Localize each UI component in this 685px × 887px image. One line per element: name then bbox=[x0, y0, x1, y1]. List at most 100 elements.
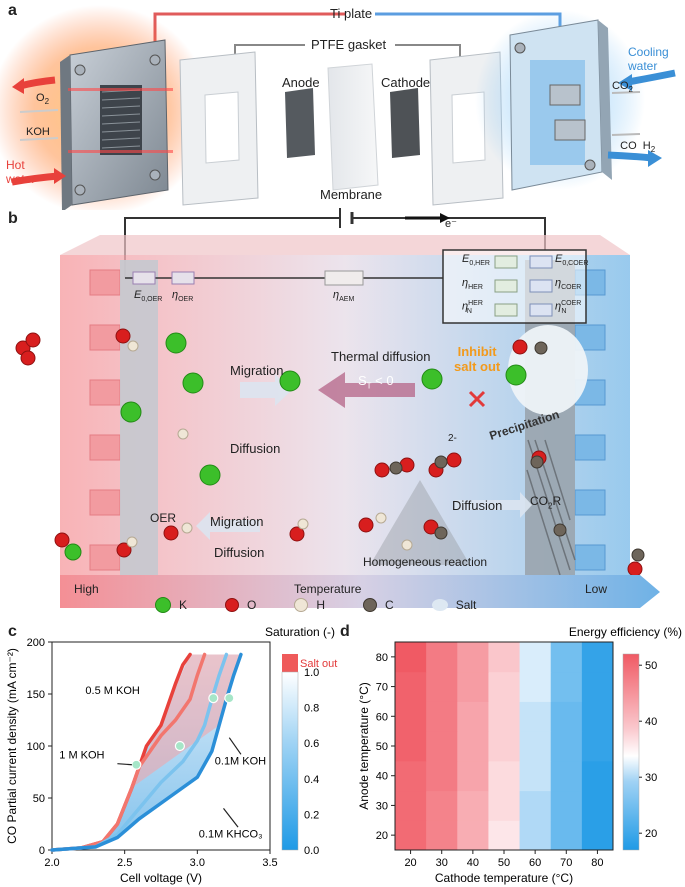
heatmap-cell bbox=[519, 671, 552, 702]
k-atom-icon bbox=[155, 597, 171, 613]
saturation-marker-1 bbox=[174, 740, 185, 752]
heatmap-cell bbox=[426, 671, 458, 702]
y-tick-label: 0 bbox=[39, 845, 45, 857]
series-annotation-2: 0.1M KOH bbox=[215, 756, 266, 768]
heatmap-cell bbox=[395, 760, 427, 792]
heatmap-cell bbox=[457, 820, 489, 851]
heatmap-cell bbox=[581, 701, 614, 732]
diffusion-label-2: Diffusion bbox=[214, 545, 265, 560]
heatmap-cell bbox=[426, 642, 458, 673]
membrane-label: Membrane bbox=[320, 187, 383, 202]
y-tick-label: 50 bbox=[376, 741, 388, 753]
heatmap-cell bbox=[519, 820, 552, 851]
heatmap-cell bbox=[395, 731, 427, 762]
heatmap-cell bbox=[550, 671, 583, 702]
h-atom-icon bbox=[294, 598, 309, 612]
migration-label-1: Migration bbox=[230, 363, 284, 378]
diffusion-label-3: Diffusion bbox=[452, 498, 503, 513]
heatmap-cell bbox=[426, 731, 458, 762]
annotation-arrow bbox=[117, 763, 132, 766]
heatmap-cell bbox=[488, 642, 521, 673]
heatmap-cell bbox=[550, 820, 583, 851]
y-tick-label: 50 bbox=[33, 793, 45, 805]
colorbar-title: Energy efficiency (%) bbox=[569, 625, 682, 639]
salt-icon bbox=[431, 599, 448, 611]
heatmap-cell bbox=[395, 701, 427, 732]
y-axis-label: CO Partial current density (mA cm⁻²) bbox=[5, 648, 19, 844]
migration-label-2: Migration bbox=[210, 514, 264, 529]
colorbar-tick-label: 30 bbox=[645, 772, 657, 784]
atom-legend: K O H C Salt bbox=[155, 594, 575, 616]
heatmap-cell bbox=[457, 760, 489, 792]
e0-coer-label: E0,COER bbox=[555, 253, 589, 268]
y-tick-label: 70 bbox=[376, 682, 388, 694]
y-tick-label: 150 bbox=[27, 689, 45, 701]
heatmap-cell bbox=[488, 820, 521, 851]
o2-label: O2 bbox=[36, 92, 50, 107]
series-annotation-0: 0.5 M KOH bbox=[85, 685, 139, 697]
heatmap-cell bbox=[457, 642, 489, 673]
heatmap-cell bbox=[550, 731, 583, 762]
heatmap-cell bbox=[550, 701, 583, 732]
colorbar-tick-label: 40 bbox=[645, 716, 657, 728]
x-tick-label: 60 bbox=[529, 857, 541, 869]
heatmap-cell bbox=[550, 642, 583, 673]
legend-item-o: O bbox=[225, 598, 256, 612]
x-tick-label: 80 bbox=[591, 857, 603, 869]
c-atom-icon bbox=[363, 598, 378, 612]
y-tick-label: 20 bbox=[376, 830, 388, 842]
carbonate-charge-label: 2- bbox=[448, 433, 457, 444]
homogeneous-reaction-label: Homogeneous reaction bbox=[363, 555, 488, 569]
saturation-marker-0 bbox=[131, 759, 142, 770]
x-tick-label: 2.5 bbox=[117, 857, 132, 869]
heatmap-cell bbox=[550, 790, 583, 821]
thermal-diffusion-label: Thermal diffusion bbox=[331, 349, 431, 364]
heatmap-cell bbox=[395, 820, 427, 851]
anode-label: Anode bbox=[282, 75, 320, 90]
colorbar-gradient bbox=[622, 653, 640, 851]
heatmap-cell bbox=[426, 701, 458, 732]
saturation-marker-3 bbox=[224, 693, 235, 704]
eta-aem-label: ηAEM bbox=[333, 289, 355, 304]
heatmap-cell bbox=[457, 671, 489, 702]
heatmap-cell bbox=[488, 671, 521, 702]
co2r-label: CO2R bbox=[530, 494, 562, 511]
heatmap-cell bbox=[581, 820, 614, 851]
colorbar-tick-label: 1.0 bbox=[304, 667, 319, 679]
eta-her-label: ηHER bbox=[462, 277, 483, 292]
eta-n-her-label: ηHERN bbox=[462, 300, 483, 315]
colorbar-title: Saturation (-) bbox=[265, 625, 335, 639]
x-tick-label: 2.0 bbox=[44, 857, 59, 869]
co-h2-label: CO H2 bbox=[620, 140, 656, 155]
annotation-arrow bbox=[223, 808, 239, 828]
y-tick-label: 80 bbox=[376, 652, 388, 664]
co2-label: CO2 bbox=[612, 80, 633, 95]
legend-item-salt: Salt bbox=[431, 598, 476, 612]
panel-c-letter: c bbox=[8, 623, 17, 640]
e0-her-label: E0,HER bbox=[462, 253, 490, 268]
heatmap-cell bbox=[395, 790, 427, 821]
y-axis-label: Anode temperature (°C) bbox=[357, 682, 371, 810]
panel-b-illustration bbox=[15, 208, 660, 608]
colorbar-tick-label: 50 bbox=[645, 660, 657, 672]
salt-out-label: Salt out bbox=[300, 658, 337, 670]
panel-b-letter: b bbox=[8, 210, 18, 227]
panel-a-illustration bbox=[0, 5, 676, 210]
temperature-high-label: High bbox=[74, 582, 99, 596]
y-tick-label: 100 bbox=[27, 741, 45, 753]
panel-a-letter: a bbox=[8, 2, 17, 19]
heatmap-cell bbox=[395, 671, 427, 702]
colorbar-tick-label: 0.6 bbox=[304, 738, 319, 750]
heatmap-cell bbox=[426, 790, 458, 821]
heatmap-cell bbox=[581, 760, 614, 792]
heatmap-cell bbox=[519, 790, 552, 821]
heatmap-cell bbox=[488, 760, 521, 792]
heatmap-cell bbox=[581, 731, 614, 762]
heatmap-cell bbox=[519, 642, 552, 673]
ptfe-gasket-label: PTFE gasket bbox=[311, 37, 387, 52]
colorbar-tick-label: 20 bbox=[645, 828, 657, 840]
x-tick-label: 70 bbox=[560, 857, 572, 869]
heatmap-cell bbox=[519, 731, 552, 762]
